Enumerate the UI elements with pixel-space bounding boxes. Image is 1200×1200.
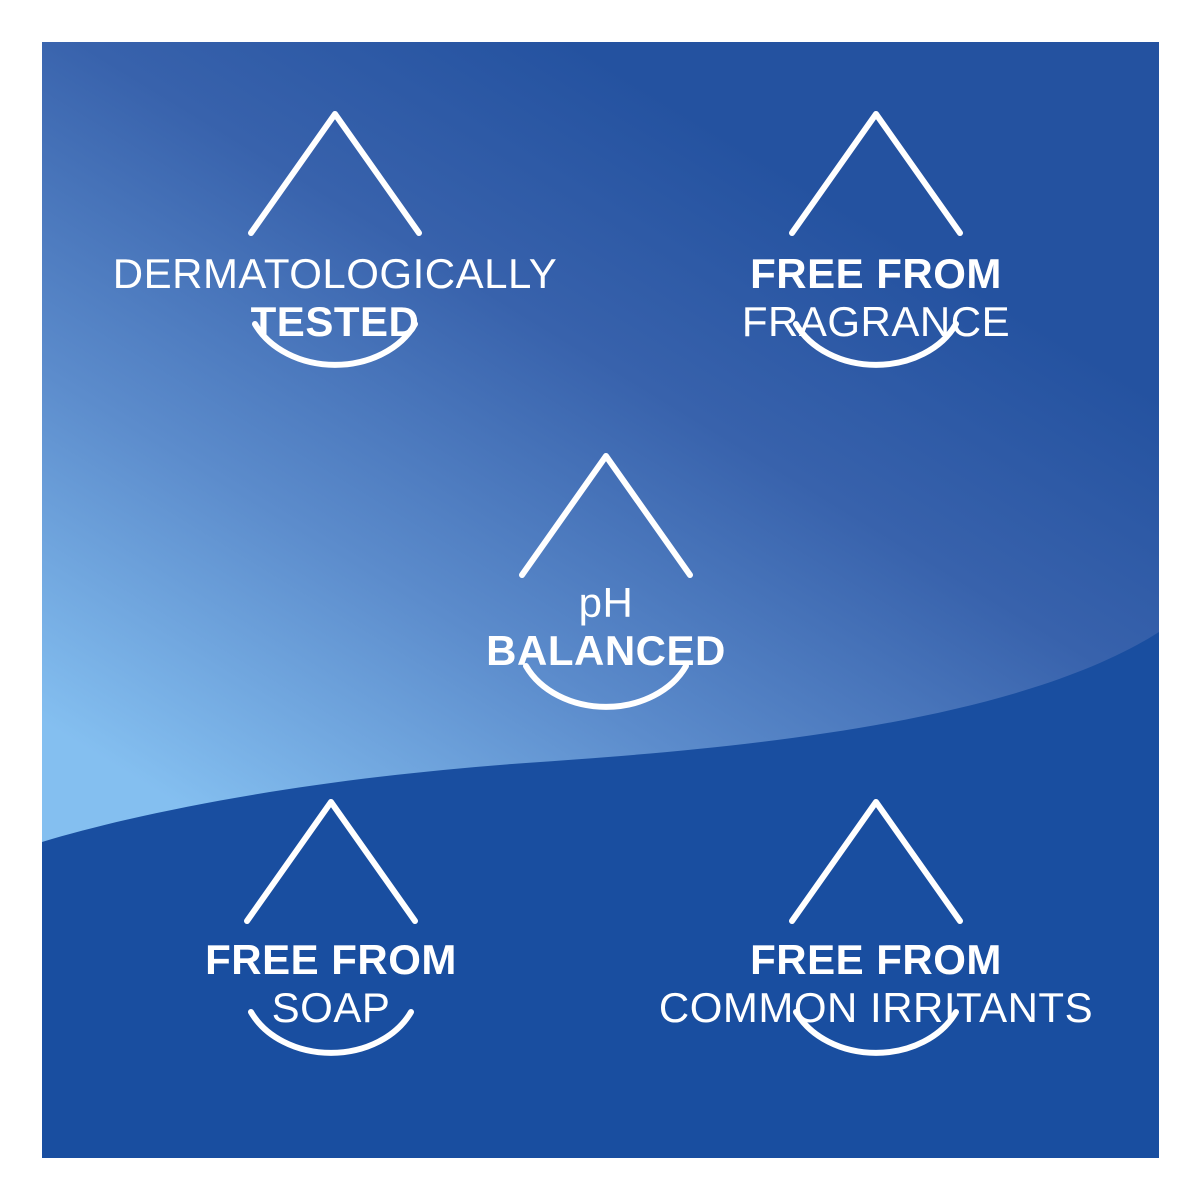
badge-line-2: FRAGRANCE [741, 298, 1011, 345]
badge-label: FREE FROM FRAGRANCE [616, 250, 1136, 346]
badge-ph-balanced: pH BALANCED [346, 450, 866, 790]
badge-line-1: pH [578, 579, 634, 626]
badge-line-1: DERMATOLOGICALLY [112, 250, 558, 297]
badge-free-from-soap: FREE FROM SOAP [71, 796, 591, 1136]
badge-free-from-common-irritants: FREE FROM COMMON IRRITANTS [616, 796, 1136, 1136]
badge-line-1: FREE FROM [750, 936, 1002, 983]
badge-dermatologically-tested: DERMATOLOGICALLY TESTED [75, 108, 595, 448]
gradient-background [42, 42, 1159, 1158]
badge-label: FREE FROM SOAP [71, 936, 591, 1032]
badge-line-1: FREE FROM [205, 936, 457, 983]
badge-label: FREE FROM COMMON IRRITANTS [616, 936, 1136, 1032]
water-drop-icon [789, 799, 963, 1056]
badge-line-1: FREE FROM [750, 250, 1002, 297]
badge-line-2: SOAP [271, 984, 391, 1031]
water-drop-icon [244, 799, 418, 1056]
badge-line-2: TESTED [250, 298, 420, 345]
badge-free-from-fragrance: FREE FROM FRAGRANCE [616, 108, 1136, 448]
water-drop-icon [789, 111, 963, 368]
water-drop-icon [519, 453, 693, 710]
light-wave [42, 42, 1159, 842]
badge-label: DERMATOLOGICALLY TESTED [75, 250, 595, 346]
feature-panel: DERMATOLOGICALLY TESTED FREE FROM FRAGRA… [42, 42, 1159, 1158]
water-drop-icon [248, 111, 422, 368]
badge-line-2: COMMON IRRITANTS [658, 984, 1094, 1031]
badge-line-2: BALANCED [486, 627, 726, 674]
badge-label: pH BALANCED [346, 579, 866, 675]
